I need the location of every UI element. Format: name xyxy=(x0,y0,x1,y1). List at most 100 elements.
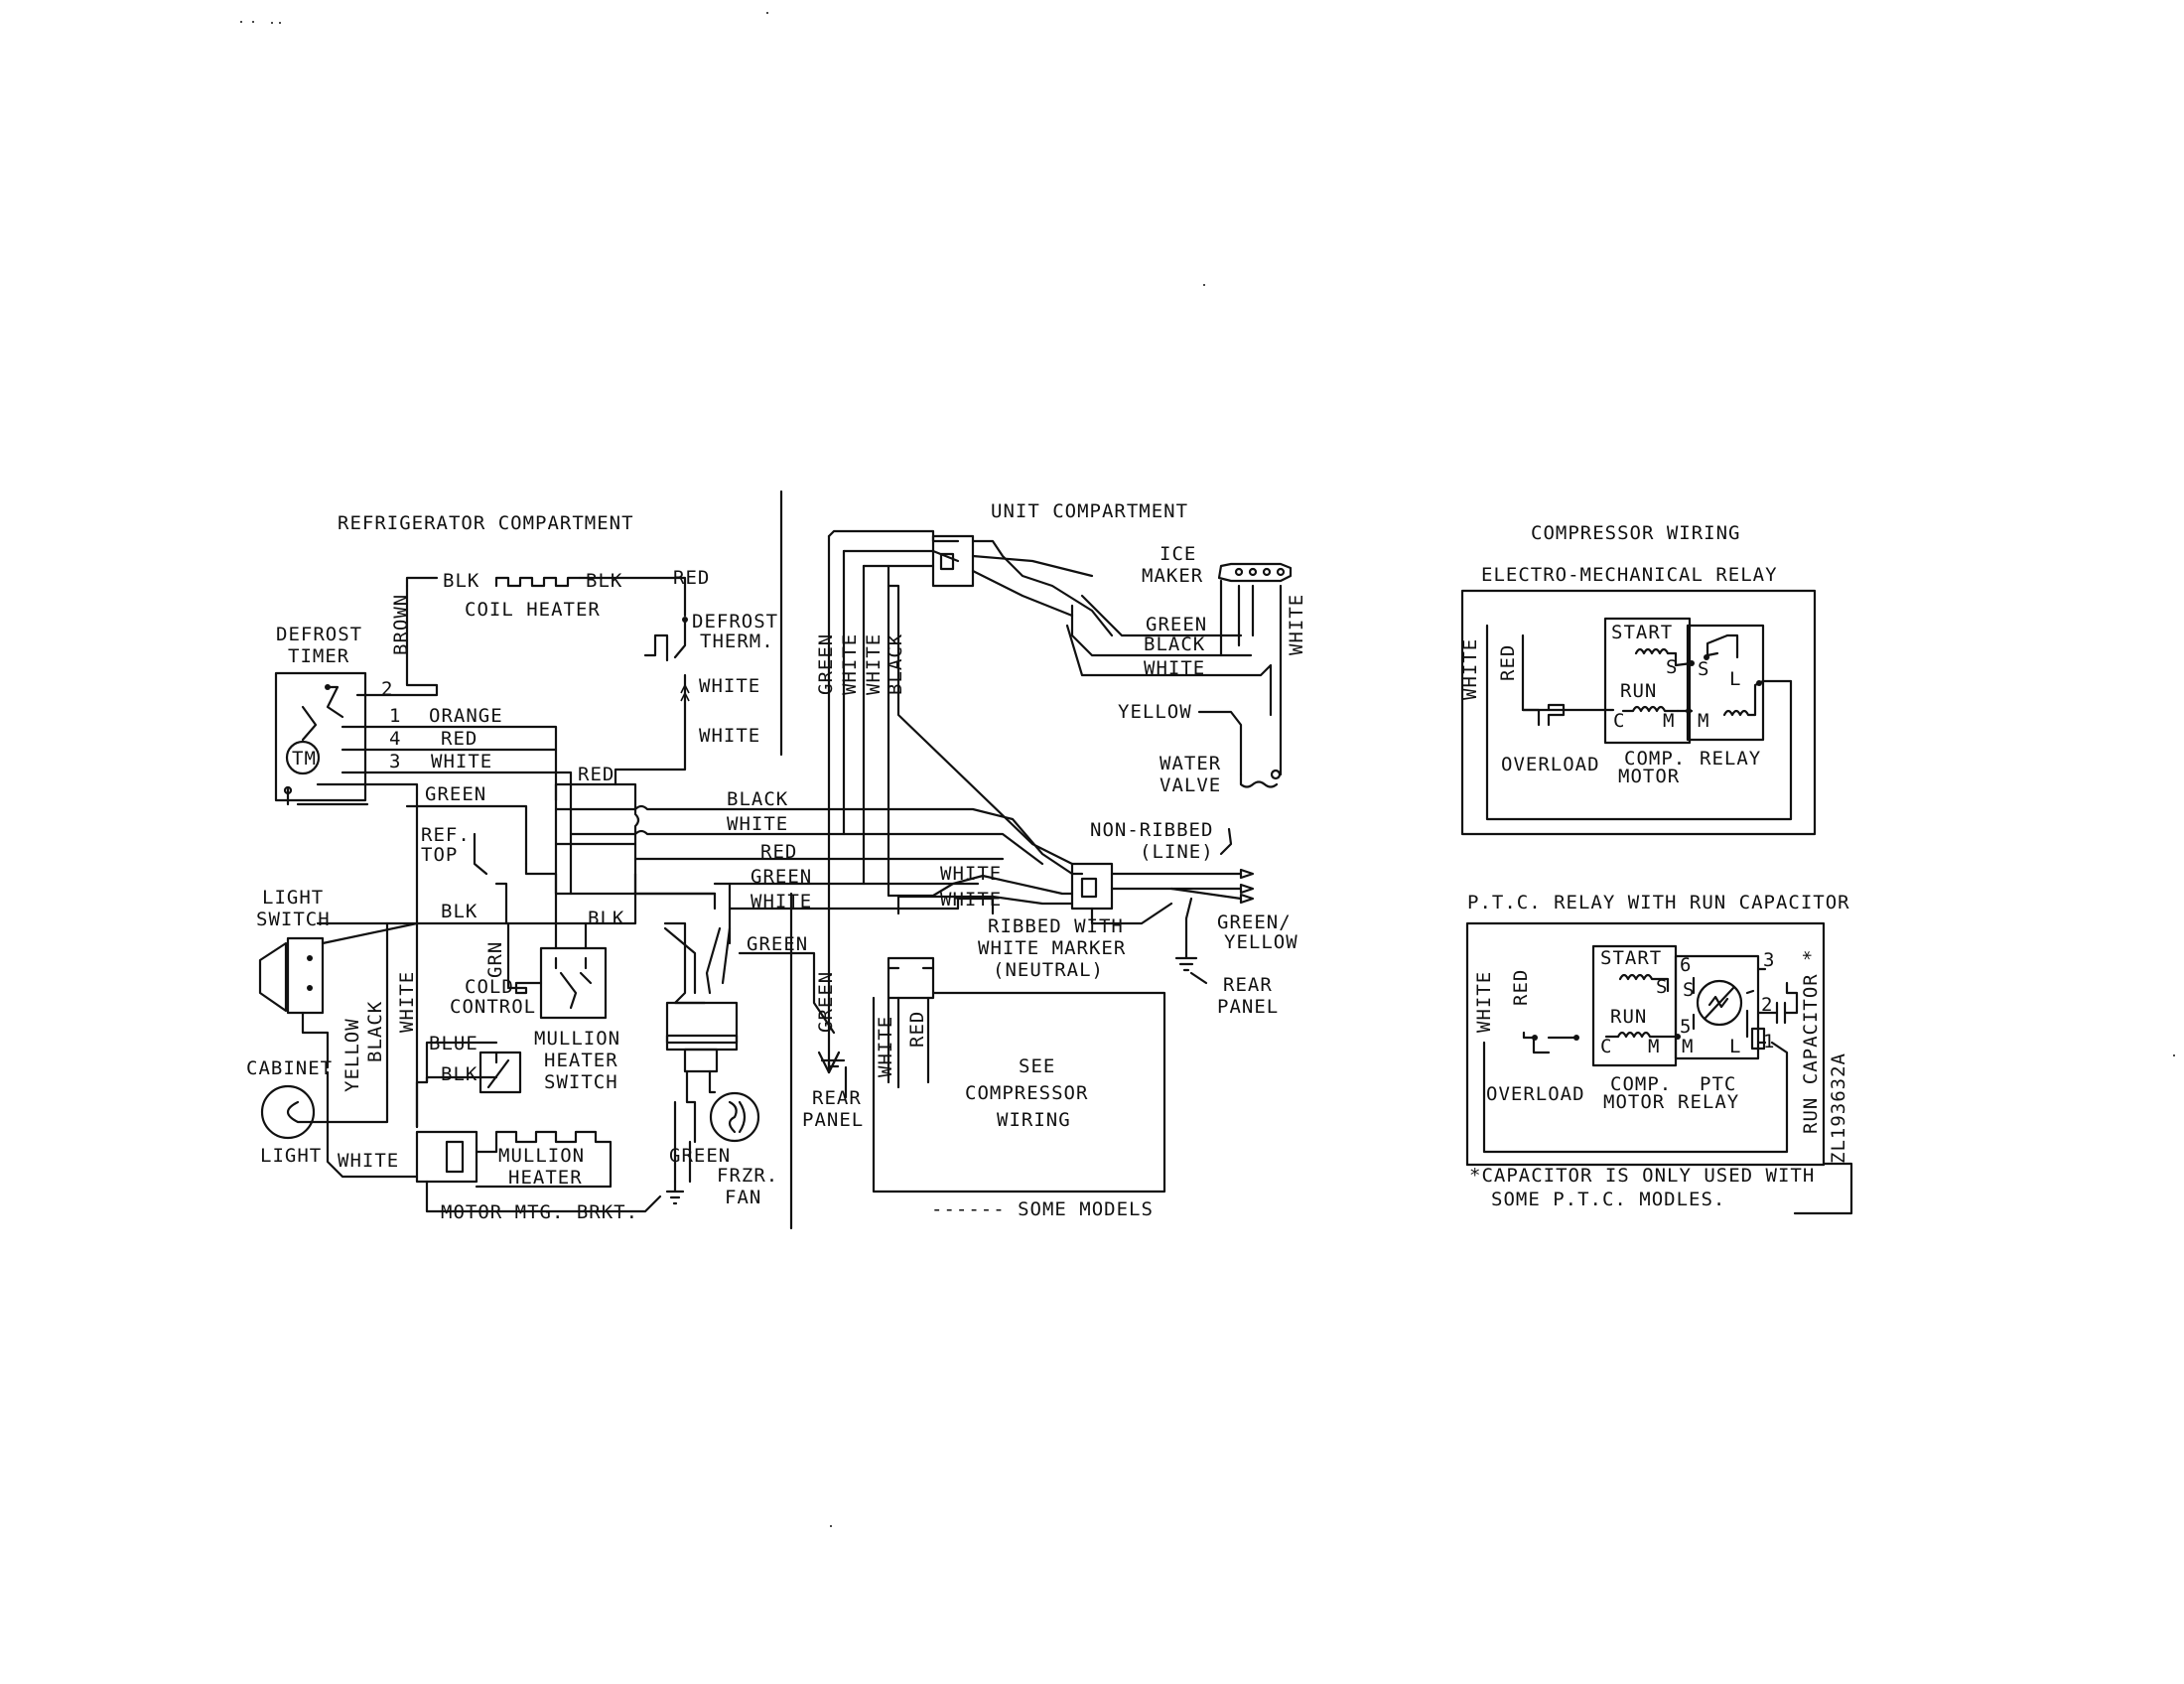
white-wire-label: WHITE xyxy=(431,751,492,772)
ribbed-white1-label: WHITE xyxy=(940,863,1002,885)
refrigerator-compartment-title: REFRIGERATOR COMPARTMENT xyxy=(338,512,634,534)
coil-heater-red-label: RED xyxy=(673,567,710,589)
ptc-start-label: START xyxy=(1600,947,1662,969)
em-relay-title: ELECTRO-MECHANICAL RELAY xyxy=(1481,564,1778,586)
motor-mtg-label: MOTOR MTG. BRKT. xyxy=(441,1201,638,1223)
ptc-3-label: 3 xyxy=(1763,949,1775,971)
coil-heater-blk2-label: BLK xyxy=(586,570,622,592)
compressor-wiring-title: COMPRESSOR WIRING xyxy=(1531,522,1740,544)
some-models-label: ------ SOME MODELS xyxy=(931,1198,1154,1220)
timer-terminal-3: 3 xyxy=(389,751,401,772)
refrigerator-harness: RED GREEN REF.TOP BLK BLK xyxy=(316,764,717,1129)
timer-terminal-2: 2 xyxy=(381,678,393,700)
em-start-label: START xyxy=(1611,622,1673,643)
em-relay-label: RELAY xyxy=(1700,748,1761,770)
em-m-label: M xyxy=(1663,710,1675,732)
light-label: LIGHT xyxy=(260,1145,322,1167)
em-s2-label: S xyxy=(1698,658,1709,680)
em-relay-diagram: WHITE RED START S RUN C M S L M OVERLOAD xyxy=(1459,589,1817,836)
comp-white-label: WHITE xyxy=(875,1016,896,1077)
ptc-relay-title: P.T.C. RELAY WITH RUN CAPACITOR xyxy=(1467,892,1850,913)
blue-wire-label: BLUE xyxy=(429,1033,478,1054)
em-run-label: RUN xyxy=(1620,680,1657,702)
ptc-m2-label: M xyxy=(1682,1036,1694,1057)
vert-green2-label: GREEN xyxy=(815,971,837,1033)
bus-white-label: WHITE xyxy=(727,813,788,835)
green-wire-label: GREEN xyxy=(425,783,486,805)
brown-wire-label: BROWN xyxy=(390,594,412,655)
timer-motor-icon xyxy=(285,740,321,775)
vert-white2-label: WHITE xyxy=(863,633,885,695)
ptc-1-label: 1 xyxy=(1763,1031,1775,1052)
ptc-red-label: RED xyxy=(1510,969,1532,1006)
yellow-vert-label: YELLOW xyxy=(341,1018,363,1092)
unit-white-label: WHITE xyxy=(1144,657,1205,679)
bus-green-label: GREEN xyxy=(751,866,812,888)
timer-terminal-1: 1 xyxy=(389,705,401,727)
em-m2-label: M xyxy=(1698,710,1709,732)
frzr-fan-label: FRZR.FAN xyxy=(717,1165,778,1208)
ptc-thermistor-icon xyxy=(1696,979,1743,1027)
blk-label-4: BLK xyxy=(588,908,624,929)
green-wire-label-2: GREEN xyxy=(747,933,808,955)
ref-top-label: REF.TOP xyxy=(421,824,471,866)
light-bulb-icon xyxy=(260,1084,316,1140)
ptc-s2-label: S xyxy=(1683,979,1695,1001)
bus-white2-label: WHITE xyxy=(751,891,812,912)
white-vert-label: WHITE xyxy=(396,971,418,1033)
ptc-2-label: 2 xyxy=(1761,994,1773,1016)
ice-maker-white-label: WHITE xyxy=(1286,594,1307,655)
non-ribbed-label: NON-RIBBED(LINE) xyxy=(1090,819,1214,863)
cabinet-label: CABINET xyxy=(246,1057,333,1079)
ptc-white-label: WHITE xyxy=(1473,971,1495,1033)
red-wire-label: RED xyxy=(441,728,478,750)
ptc-c-label: C xyxy=(1600,1036,1612,1057)
ptc-s-label: S xyxy=(1656,976,1668,998)
bus-red-label: RED xyxy=(760,841,797,863)
em-comp-motor-label: COMP.MOTOR xyxy=(1618,748,1686,787)
green-yellow-label: GREEN/YELLOW xyxy=(1217,912,1298,953)
ptc-6-label: 6 xyxy=(1680,954,1692,976)
cabinet-light: CABINET LIGHT WHITE xyxy=(246,1057,419,1179)
coil-heater: BLK BLK RED COIL HEATER BROWN xyxy=(355,567,710,697)
blk-label-3: BLK xyxy=(441,901,478,922)
unit-compartment-title: UNIT COMPARTMENT xyxy=(991,500,1188,522)
vert-green-label: GREEN xyxy=(815,633,837,695)
ptc-m-label: M xyxy=(1648,1036,1660,1057)
vert-white1-label: WHITE xyxy=(839,633,861,695)
fan-motor-icon xyxy=(709,1091,760,1143)
unit-green-label: GREEN xyxy=(1146,614,1207,635)
scan-specks xyxy=(240,12,2175,1527)
ptc-l-label: L xyxy=(1729,1036,1741,1057)
therm-white-label: WHITE xyxy=(699,675,760,697)
ptc-overload-label: OVERLOAD xyxy=(1486,1083,1585,1105)
timer-terminal-4: 4 xyxy=(389,728,401,750)
red-mid-label: RED xyxy=(578,764,614,785)
ptc-comp-motor-label: COMP.MOTOR xyxy=(1603,1073,1672,1113)
svg-text:TM: TM xyxy=(292,748,317,770)
run-capacitor-label: RUN CAPACITOR * xyxy=(1800,948,1822,1134)
grn-wire-label: GRN xyxy=(484,941,506,978)
yellow-wire-label: YELLOW xyxy=(1118,701,1192,723)
green-fan-label: GREEN xyxy=(669,1145,731,1167)
em-l-label: L xyxy=(1729,668,1741,690)
ptc-relay-diagram: WHITE RED START S RUN C M 6 5 S M L 3 2 xyxy=(1465,921,1849,1167)
em-white-label: WHITE xyxy=(1459,638,1481,700)
center-bus: BLACK WHITE RED GREEN WHITE GREEN WHITE … xyxy=(554,529,1084,1131)
